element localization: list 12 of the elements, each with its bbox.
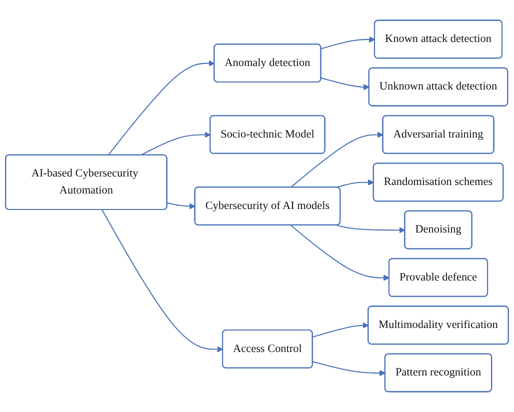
arrow [312,361,386,376]
arrow [336,224,406,234]
arrow [312,322,369,338]
arrow [336,179,374,188]
arrow [102,210,224,352]
arrow [320,78,370,90]
arrow [167,202,196,210]
arrow [290,224,390,281]
arrow [320,36,376,50]
arrow [290,132,384,188]
arrow [108,60,215,156]
arrow [140,132,211,156]
